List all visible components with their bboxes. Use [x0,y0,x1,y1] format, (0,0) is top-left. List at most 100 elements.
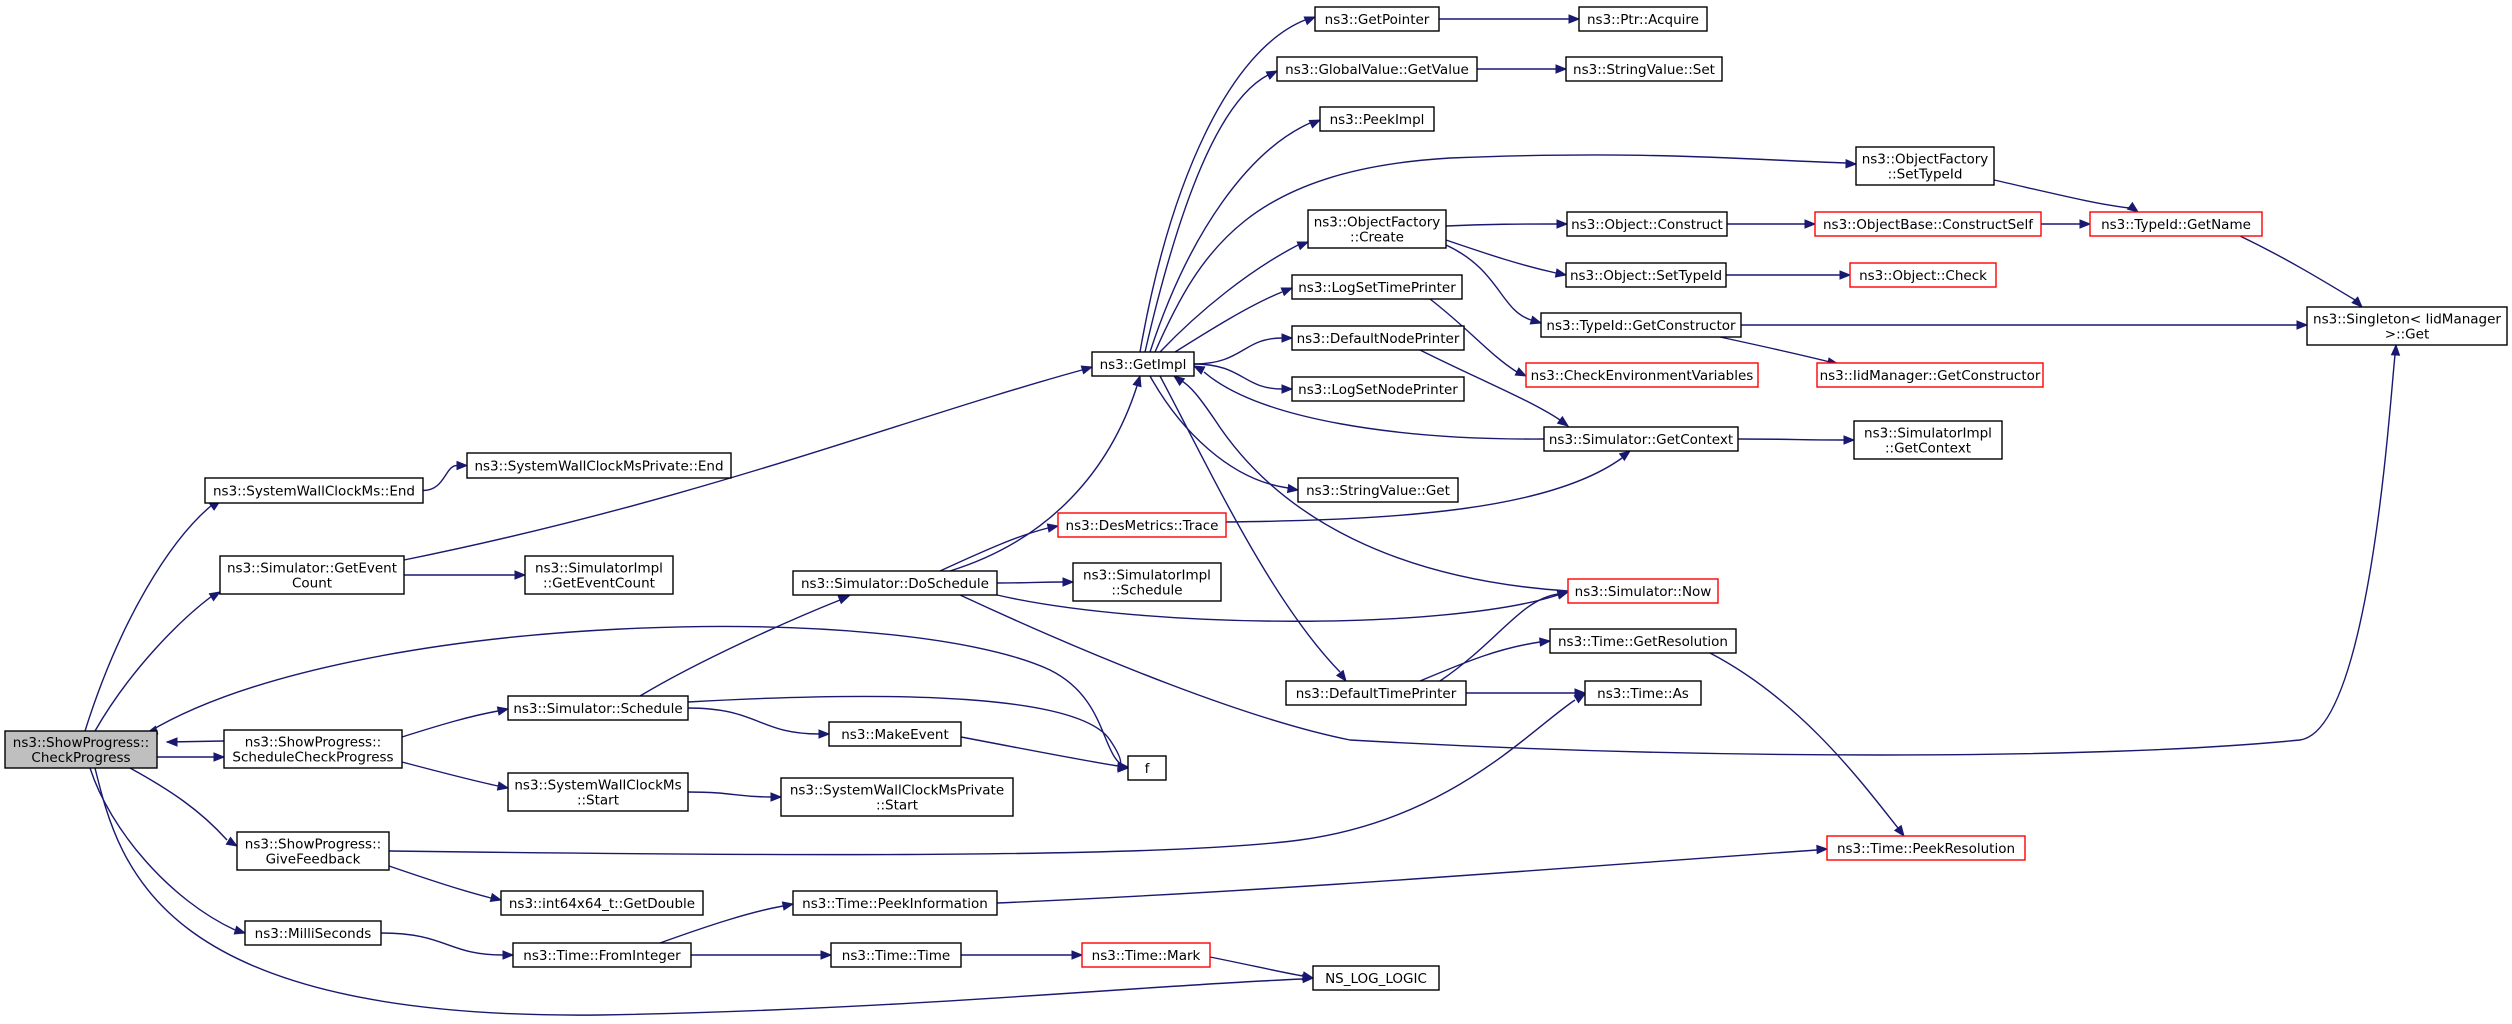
node-timeAs[interactable]: ns3::Time::As [1584,680,1702,706]
node-timeTime[interactable]: ns3::Time::Time [830,942,962,968]
node-swcEnd[interactable]: ns3::SystemWallClockMs::End [204,477,424,504]
node-iidGetConstructor[interactable]: ns3::IidManager::GetConstructor [1816,362,2044,388]
node-getPointer[interactable]: ns3::GetPointer [1314,6,1440,32]
edge-line [401,761,499,787]
node-logSetTimePrinter[interactable]: ns3::LogSetTimePrinter [1291,274,1463,300]
call-edge-getImpl-to-peekImpl [1149,119,1322,353]
node-ptrAcquire[interactable]: ns3::Ptr::Acquire [1578,6,1708,32]
node-getEventCount[interactable]: ns3::Simulator::GetEventCount [219,555,405,595]
arrowhead [781,901,795,911]
node-label: ns3::CheckEnvironmentVariables [1531,368,1754,384]
arrowhead [1843,435,1856,445]
arrowhead [1893,824,1905,838]
call-edge-timeGetResolution-to-timePeekResolution [1709,652,1905,838]
node-box [1081,942,1211,968]
node-root[interactable]: ns3::ShowProgress::CheckProgress [4,730,158,769]
node-defaultTimePrinter[interactable]: ns3::DefaultTimePrinter [1285,680,1467,706]
node-simImplGetEventCount[interactable]: ns3::SimulatorImpl::GetEventCount [524,555,674,595]
call-edge-scheduleCheck-to-simSchedule [401,706,510,738]
arrowhead [1335,669,1347,683]
node-defaultNodePrinter[interactable]: ns3::DefaultNodePrinter [1291,325,1465,351]
node-doSchedule[interactable]: ns3::Simulator::DoSchedule [792,570,998,596]
call-edge-objConstruct-to-obConstructSelf [1727,219,1817,229]
call-edge-scheduleCheck-to-swcStart [401,761,510,791]
call-edge-root-to-nsLogLogic [94,767,1315,1016]
node-f[interactable]: f [1127,755,1167,781]
node-ofCreate[interactable]: ns3::ObjectFactory::Create [1307,209,1447,249]
call-edge-root-to-getEventCount [94,591,222,732]
node-box [512,942,692,968]
node-simImplGetContext[interactable]: ns3::SimulatorImpl::GetContext [1853,420,2003,460]
node-timeMark[interactable]: ns3::Time::Mark [1081,942,1211,968]
node-box [244,920,382,946]
node-peekImpl[interactable]: ns3::PeekImpl [1319,106,1435,132]
node-box [1540,312,1742,338]
node-desTrace[interactable]: ns3::DesMetrics::Trace [1057,512,1227,538]
call-edge-defaultNodePrinter-to-simGetContext [1419,349,1570,427]
edge-line [1225,457,1623,523]
node-box [223,729,403,769]
node-swcStart[interactable]: ns3::SystemWallClockMs::Start [507,772,689,812]
arrowhead [456,460,469,471]
call-edge-simGetContext-to-simImplGetContext [1737,435,1856,445]
node-objSetTypeId[interactable]: ns3::Object::SetTypeId [1565,262,1727,288]
arrowhead [1568,14,1581,24]
edge-line [1419,349,1561,421]
node-box [1525,362,1759,388]
node-box [507,695,689,721]
node-objConstruct[interactable]: ns3::Object::Construct [1566,211,1728,237]
node-svSet[interactable]: ns3::StringValue::Set [1565,56,1723,82]
node-obConstructSelf[interactable]: ns3::ObjectBase::ConstructSelf [1814,211,2042,237]
node-svGet[interactable]: ns3::StringValue::Get [1297,477,1459,503]
node-box [1849,262,1997,288]
node-simSchedule[interactable]: ns3::Simulator::Schedule [507,695,689,721]
node-getDouble[interactable]: ns3::int64x64_t::GetDouble [500,890,704,916]
node-label: ns3::SystemWallClockMsPrivate [790,783,1004,799]
node-swcpStart[interactable]: ns3::SystemWallClockMsPrivate::Start [780,777,1014,817]
node-swcpEnd[interactable]: ns3::SystemWallClockMsPrivate::End [466,452,732,479]
node-simGetContext[interactable]: ns3::Simulator::GetContext [1543,426,1739,452]
call-edges [84,14,2401,1016]
node-nsLogLogic[interactable]: NS_LOG_LOGIC [1312,965,1440,991]
node-scheduleCheck[interactable]: ns3::ShowProgress::ScheduleCheckProgress [223,729,403,769]
node-giveFeedback[interactable]: ns3::ShowProgress::GiveFeedback [236,831,390,871]
arrowhead [770,792,783,802]
node-label: ns3::Object::SetTypeId [1570,268,1722,284]
node-box [1291,325,1465,351]
node-getImpl[interactable]: ns3::GetImpl [1091,351,1195,377]
call-edge-tidGetName-to-singletonGet [2239,235,2363,308]
node-objCheck[interactable]: ns3::Object::Check [1849,262,1997,288]
node-milli[interactable]: ns3::MilliSeconds [244,920,382,946]
node-tidGetName[interactable]: ns3::TypeId::GetName [2089,211,2263,237]
node-makeEvent[interactable]: ns3::MakeEvent [828,721,962,747]
edge-line [1445,223,1558,227]
node-fromInteger[interactable]: ns3::Time::FromInteger [512,942,692,968]
call-edge-logSetTimePrinter-to-checkEnv [1429,298,1528,377]
node-label: ns3::LogSetNodePrinter [1298,382,1458,398]
node-box [1072,562,1222,602]
node-tidGetConstructor[interactable]: ns3::TypeId::GetConstructor [1540,312,1742,338]
node-simNow[interactable]: ns3::Simulator::Now [1567,578,1719,604]
node-checkEnv[interactable]: ns3::CheckEnvironmentVariables [1525,362,1759,388]
arrowhead [1117,761,1130,771]
node-logSetNodePrinter[interactable]: ns3::LogSetNodePrinter [1291,376,1465,402]
node-timePeekResolution[interactable]: ns3::Time::PeekResolution [1826,835,2026,861]
node-timeGetResolution[interactable]: ns3::Time::GetResolution [1549,628,1737,654]
node-gvGetValue[interactable]: ns3::GlobalValue::GetValue [1276,56,1478,82]
node-label: ns3::Simulator::GetEvent [227,561,397,577]
arrowhead [1554,268,1568,278]
call-edge-root-to-swcEnd [84,500,222,732]
node-label: Count [292,576,332,592]
node-simImplSchedule[interactable]: ns3::SimulatorImpl::Schedule [1072,562,1222,602]
arrowhead [1172,375,1186,387]
node-label: ns3::Simulator::DoSchedule [801,576,989,592]
node-box [1057,512,1227,538]
node-label: ns3::Time::As [1597,686,1689,702]
node-box [792,570,998,596]
node-label: ns3::DesMetrics::Trace [1066,518,1219,534]
node-ofSetTypeId[interactable]: ns3::ObjectFactory::SetTypeId [1855,146,1995,186]
node-singletonGet[interactable]: ns3::Singleton< IidManager >::Get [2306,306,2508,346]
node-label: ns3::DefaultNodePrinter [1297,331,1460,347]
arrowhead [1556,415,1570,427]
node-peekInfo[interactable]: ns3::Time::PeekInformation [792,890,998,916]
